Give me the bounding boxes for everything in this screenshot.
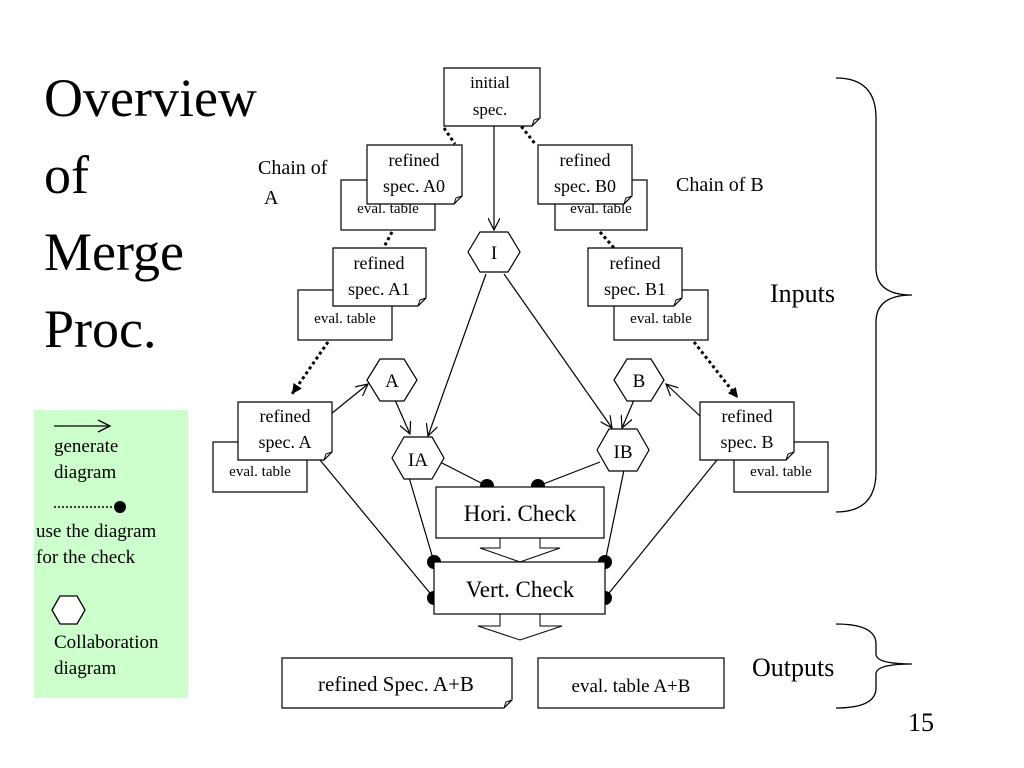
vert-check-box: Vert. Check	[433, 561, 606, 615]
svg-text:eval. table: eval. table	[314, 311, 376, 327]
inputs-label: Inputs	[770, 279, 835, 308]
collab-diagram-ib: IB	[596, 428, 650, 472]
title-line-2: of	[44, 145, 89, 205]
hori-to-vert-flow-arrow	[479, 538, 561, 563]
refined-spec-b-node: refined spec. B	[699, 401, 795, 461]
refined-spec-a1-node: refined spec. A1	[332, 247, 427, 307]
legend-graphics	[51, 419, 126, 625]
collab-diagram-a: A	[366, 358, 418, 402]
svg-text:refined: refined	[722, 406, 773, 426]
svg-text:spec. A: spec. A	[259, 432, 312, 452]
svg-text:refined: refined	[354, 253, 405, 273]
svg-text:spec. B1: spec. B1	[604, 279, 666, 299]
refined-spec-b1-node: refined spec. B1	[587, 247, 683, 307]
inputs-brace	[835, 77, 913, 513]
svg-text:refined: refined	[389, 150, 440, 170]
outputs-label: Outputs	[752, 653, 834, 682]
svg-text:spec. A1: spec. A1	[348, 279, 410, 299]
svg-text:eval. table: eval. table	[229, 464, 291, 480]
hori-check-box: Hori. Check	[435, 486, 605, 539]
svg-text:spec. B0: spec. B0	[554, 176, 616, 196]
chain-of-a-label: Chain of A	[258, 157, 328, 209]
svg-text:refined: refined	[560, 150, 611, 170]
outputs-brace	[835, 623, 913, 709]
collab-diagram-i: I	[467, 231, 521, 273]
title-line-1: Overview	[44, 68, 257, 128]
svg-text:Hori. Check: Hori. Check	[464, 501, 577, 526]
svg-text:eval. table: eval. table	[357, 201, 419, 217]
svg-text:IA: IA	[408, 450, 428, 471]
svg-text:spec. A0: spec. A0	[383, 176, 445, 196]
check-connectors	[319, 459, 718, 599]
title-line-3: Merge	[44, 222, 184, 282]
svg-text:refined: refined	[260, 406, 311, 426]
svg-text:IB: IB	[614, 442, 633, 463]
page-number: 15	[908, 708, 934, 737]
svg-text:eval. table: eval. table	[570, 201, 632, 217]
svg-text:B: B	[633, 371, 646, 392]
refined-spec-b0-node: refined spec. B0	[537, 144, 633, 205]
collaboration-hexagon-icon	[51, 595, 86, 625]
chain-of-b-label: Chain of B	[676, 174, 764, 196]
svg-text:Vert. Check: Vert. Check	[466, 577, 575, 602]
svg-text:eval. table: eval. table	[750, 464, 812, 480]
svg-text:refined: refined	[610, 253, 661, 273]
collab-diagram-ia: IA	[391, 436, 445, 480]
slide-title: Overview of Merge Proc.	[44, 60, 257, 368]
initial-spec-node: initial spec.	[443, 67, 541, 127]
title-line-4: Proc.	[44, 299, 157, 359]
generate-arrow-icon	[54, 419, 112, 433]
collab-diagram-b: B	[613, 358, 665, 402]
svg-text:spec. B: spec. B	[721, 432, 774, 452]
refined-spec-a-node: refined spec. A	[237, 401, 333, 461]
svg-text:I: I	[491, 243, 497, 264]
svg-text:A: A	[264, 187, 279, 209]
svg-text:refined Spec. A+B: refined Spec. A+B	[318, 672, 474, 696]
svg-text:spec.: spec.	[473, 100, 507, 119]
svg-text:Chain of: Chain of	[258, 157, 328, 179]
use-diagram-connector-icon	[54, 501, 126, 513]
vert-to-output-flow-arrow	[477, 614, 563, 641]
svg-text:A: A	[385, 371, 399, 392]
output-eval-table-node: eval. table A+B	[537, 657, 725, 709]
dotted-links	[290, 116, 740, 399]
svg-text:eval. table A+B: eval. table A+B	[572, 676, 691, 697]
generate-arrows	[325, 126, 701, 436]
svg-text:eval. table: eval. table	[630, 311, 692, 327]
output-refined-spec-node: refined Spec. A+B	[281, 657, 513, 709]
svg-text:initial: initial	[470, 73, 510, 92]
refined-spec-a0-node: refined spec. A0	[366, 144, 463, 205]
